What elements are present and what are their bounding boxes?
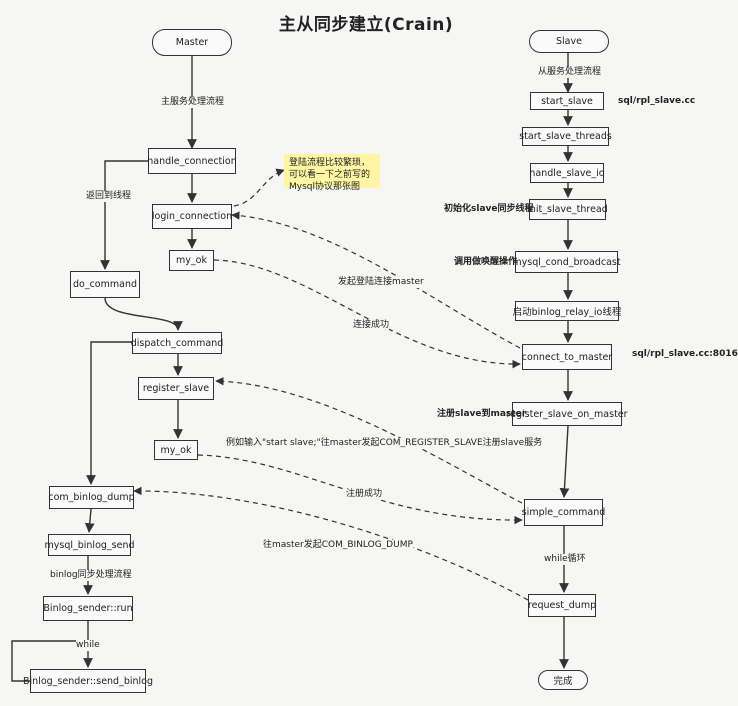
edge-note-link <box>233 168 285 207</box>
edge-register-success <box>197 454 523 525</box>
node-do-command: do_command <box>70 271 140 298</box>
label-while-loop: while循环 <box>544 554 586 565</box>
node-send-binlog: Binlog_sender::send_binlog <box>23 669 153 693</box>
page-title: 主从同步建立(Crain) <box>278 15 454 35</box>
edge-handle-docommand <box>100 160 148 270</box>
edge-while-loop <box>11 640 88 682</box>
node-init-slave-thread: init_slave_thread <box>527 199 608 220</box>
edge-combinlog-mysqlbinlog <box>84 508 95 533</box>
node-register-slave: register_slave <box>138 377 214 400</box>
node-start-slave-threads: start_slave_threads <box>519 127 612 146</box>
label-while-master: while <box>76 640 100 651</box>
node-my-ok-1: my_ok <box>169 250 214 271</box>
edge-register-simple <box>559 425 570 498</box>
node-start-relay-io: 启动binlog_relay_io线程 <box>513 301 621 321</box>
edge-initiate-login <box>231 211 521 349</box>
label-binlog-flow: binlog同步处理流程 <box>50 570 132 581</box>
node-mysql-binlog-send: mysql_binlog_send <box>45 534 135 556</box>
label-binlog-dump: 往master发起COM_BINLOG_DUMP <box>263 540 413 551</box>
label-call-wake: 调用做唤醒操作 <box>454 257 518 267</box>
node-mysql-cond-broadcast: mysql_cond_broadcast <box>512 251 621 273</box>
label-return-thread: 返回到线程 <box>86 191 132 202</box>
edge-dispatch-combinlog <box>86 341 132 485</box>
label-connect-success: 连接成功 <box>353 320 390 331</box>
node-binlog-sender-run: Binlog_sender::run <box>43 596 133 621</box>
label-master-flow: 主服务处理流程 <box>161 97 225 108</box>
node-com-binlog-dump: com_binlog_dump <box>48 486 135 509</box>
label-sql-file-1: sql/rpl_slave.cc <box>618 96 696 106</box>
node-handle-connection: handle_connection <box>147 148 237 174</box>
node-done: 完成 <box>538 670 588 690</box>
label-initiate-login: 发起登陆连接master <box>338 277 424 288</box>
node-my-ok-2: my_ok <box>154 440 198 460</box>
label-register-to-master: 注册slave到master <box>437 409 527 419</box>
node-handle-slave-io: handle_slave_io <box>529 163 605 183</box>
node-register-slave-on-master: register_slave_on_master <box>506 402 628 426</box>
edge-docommand-dispatch <box>104 297 183 331</box>
node-dispatch-command: dispatch_command <box>131 332 223 354</box>
node-login-connection: login_connection <box>152 204 232 229</box>
label-example-input: 例如输入"start slave;"往master发起COM_REGISTER_… <box>226 438 543 449</box>
label-slave-flow: 从服务处理流程 <box>538 67 602 78</box>
note-login-flow: 登陆流程比较繁琐，可以看一下之前写的Mysql协议那张图 <box>284 154 380 192</box>
node-slave: Slave <box>529 30 609 53</box>
node-request-dump: request_dump <box>528 594 596 617</box>
edge-connect-success <box>213 259 521 369</box>
node-connect-to-master: connect_to_master <box>522 344 612 370</box>
label-sql-file-2: sql/rpl_slave.cc:8016 <box>632 349 738 359</box>
label-register-success: 注册成功 <box>346 489 383 500</box>
node-simple-command: simple_command <box>522 499 605 526</box>
node-start-slave: start_slave <box>530 92 604 110</box>
node-master: Master <box>152 29 232 56</box>
label-init-slave: 初始化slave同步线程 <box>444 204 534 214</box>
edge-register-request <box>215 377 523 504</box>
